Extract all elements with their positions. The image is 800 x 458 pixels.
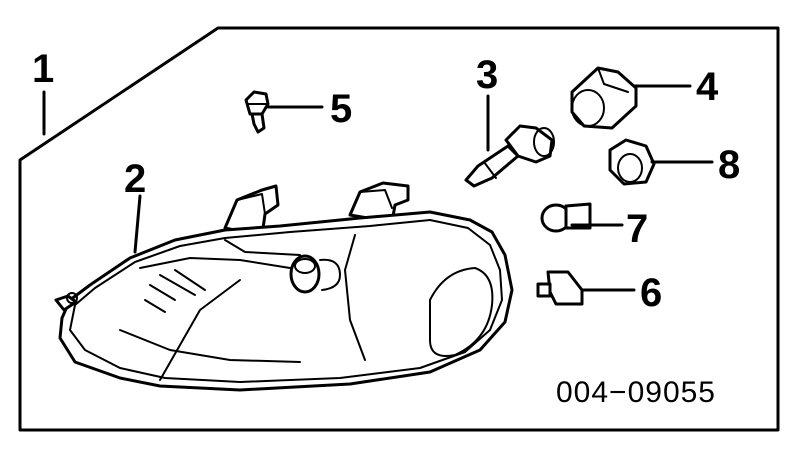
part-3-bulb [464, 124, 555, 188]
callout-5: 5 [330, 87, 352, 131]
headlamp-assembly [54, 181, 514, 392]
part-4-socket [570, 66, 638, 130]
part-7-bulb [540, 202, 592, 233]
headlamp-housing [58, 210, 514, 392]
diagram-code: 004−09055 [556, 376, 716, 409]
part-6-clip [536, 270, 584, 306]
leader-2 [133, 194, 142, 254]
callout-4: 4 [696, 65, 719, 109]
callout-6: 6 [640, 271, 662, 315]
callout-3: 3 [476, 53, 498, 97]
part-8-socket [608, 138, 656, 186]
callout-7: 7 [626, 207, 648, 251]
callout-2: 2 [124, 157, 146, 201]
callout-8: 8 [718, 143, 740, 187]
part-5-clip [244, 90, 270, 134]
callout-1: 1 [32, 47, 54, 91]
assembly-frame [18, 26, 780, 432]
